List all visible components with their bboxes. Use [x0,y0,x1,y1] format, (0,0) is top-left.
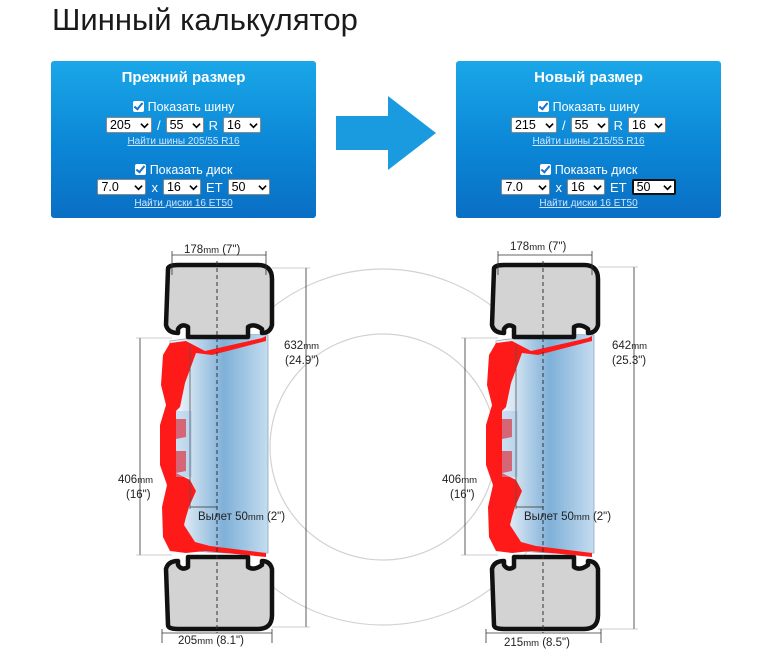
rim-diameter-label: 406mm [442,474,477,486]
outer-diameter-label: 632mm [284,340,319,352]
chevron-down-icon [140,122,149,128]
disk-et-select[interactable]: 50 [227,179,270,195]
disk-diameter-select[interactable]: 16 [162,179,201,195]
chevron-down-icon [662,184,672,190]
tire-width-label: 205mm (8.1") [178,635,244,647]
chevron-down-icon [593,184,602,190]
disk-et-label: ET [205,179,223,195]
tire-diameter-select[interactable]: 16 [223,117,261,133]
chevron-down-icon [249,122,258,128]
rim-diameter-inches: (16") [126,489,151,501]
show-disk-checkbox[interactable]: Показать диск [456,163,721,177]
tire-profile-select[interactable]: 55 [570,117,609,133]
checkbox-checked-icon[interactable] [539,164,551,175]
checkbox-checked-icon[interactable] [537,101,549,112]
disk-diameter-value: 16 [166,180,181,194]
find-tires-link[interactable]: Найти шины 215/55 R16 [532,136,645,147]
show-tire-label: Показать шину [147,100,235,114]
old-size-panel: Прежний размер Показать шину 205 / 55 R … [51,61,316,218]
disk-diameter-select[interactable]: 16 [566,179,605,195]
show-tire-checkbox[interactable]: Показать шину [51,100,316,114]
disk-x-label: x [151,179,158,195]
checkbox-checked-icon[interactable] [134,164,146,175]
disk-et-value: 50 [636,180,651,194]
disk-diameter-value: 16 [570,180,585,194]
chevron-down-icon [191,122,201,128]
rim-diameter-circle [269,333,497,561]
offset-label: Вылет 50mm (2") [198,511,285,523]
chevron-down-icon [538,184,548,190]
tire-size-row: 215 / 55 R 16 [456,117,721,133]
rim-diameter-label: 406mm [118,474,153,486]
disk-size-row: 7.0 x 16 ET 50 [51,179,316,195]
tire-separator: / [561,117,566,133]
tire-profile-select[interactable]: 55 [165,117,204,133]
tire-width-select[interactable]: 215 [510,117,557,133]
disk-width-value: 7.0 [101,180,119,194]
outer-diameter-label: 642mm [612,340,647,352]
disk-size-row: 7.0 x 16 ET 50 [456,179,721,195]
chevron-down-icon [257,184,267,190]
outer-diameter-inches: (25.3") [612,355,646,367]
tire-diameter-value: 16 [227,118,241,132]
tire-width-value: 205 [109,118,131,132]
rim-width-label: 178mm (7") [184,244,241,256]
disk-width-select[interactable]: 7.0 [501,179,551,195]
find-disks-link[interactable]: Найти диски 16 ET50 [134,198,233,209]
tire-diameter-select[interactable]: 16 [628,117,666,133]
tire-width-select[interactable]: 205 [105,117,152,133]
panel-title: Прежний размер [121,69,246,86]
tire-profile-value: 55 [169,118,184,132]
chevron-down-icon [134,184,144,190]
find-disks-link[interactable]: Найти диски 16 ET50 [539,198,638,209]
show-tire-label: Показать шину [552,100,640,114]
find-tires-link[interactable]: Найти шины 205/55 R16 [127,136,240,147]
chevron-down-icon [596,122,606,128]
page-title: Шинный калькулятор [52,2,358,37]
show-disk-label: Показать диск [149,163,233,177]
disk-et-select[interactable]: 50 [631,179,676,195]
tire-r-label: R [613,117,623,133]
tire-r-label: R [208,117,218,133]
tire-diameter-value: 16 [632,118,646,132]
disk-et-label: ET [609,179,627,195]
arrow-right-icon [336,96,436,170]
show-disk-label: Показать диск [554,163,638,177]
show-tire-checkbox[interactable]: Показать шину [456,100,721,114]
disk-width-value: 7.0 [505,180,523,194]
tire-comparison-diagram: 178mm (7") 632mm (24.9") 406mm (16") Выл… [118,241,647,649]
chevron-down-icon [654,122,663,128]
chevron-down-icon [545,122,554,128]
new-size-panel: Новый размер Показать шину 215 / 55 R 16… [456,61,721,218]
tire-width-label: 215mm (8.5") [504,637,570,649]
disk-width-select[interactable]: 7.0 [97,179,147,195]
old-wheel-profile: 178mm (7") 632mm (24.9") 406mm (16") Выл… [118,244,319,647]
panel-title: Новый размер [534,69,643,86]
new-wheel-profile: 178mm (7") 642mm (25.3") 406mm (16") Выл… [442,241,647,649]
tire-profile-value: 55 [574,118,589,132]
outer-diameter-inches: (24.9") [285,355,319,367]
rim-diameter-inches: (16") [450,489,475,501]
chevron-down-icon [189,184,198,190]
offset-label: Вылет 50mm (2") [524,511,611,523]
checkbox-checked-icon[interactable] [132,101,144,112]
disk-et-value: 50 [231,180,246,194]
tire-size-row: 205 / 55 R 16 [51,117,316,133]
tire-width-value: 215 [514,118,536,132]
show-disk-checkbox[interactable]: Показать диск [51,163,316,177]
disk-x-label: x [555,179,562,195]
rim-width-label: 178mm (7") [510,241,567,253]
tire-separator: / [156,117,161,133]
